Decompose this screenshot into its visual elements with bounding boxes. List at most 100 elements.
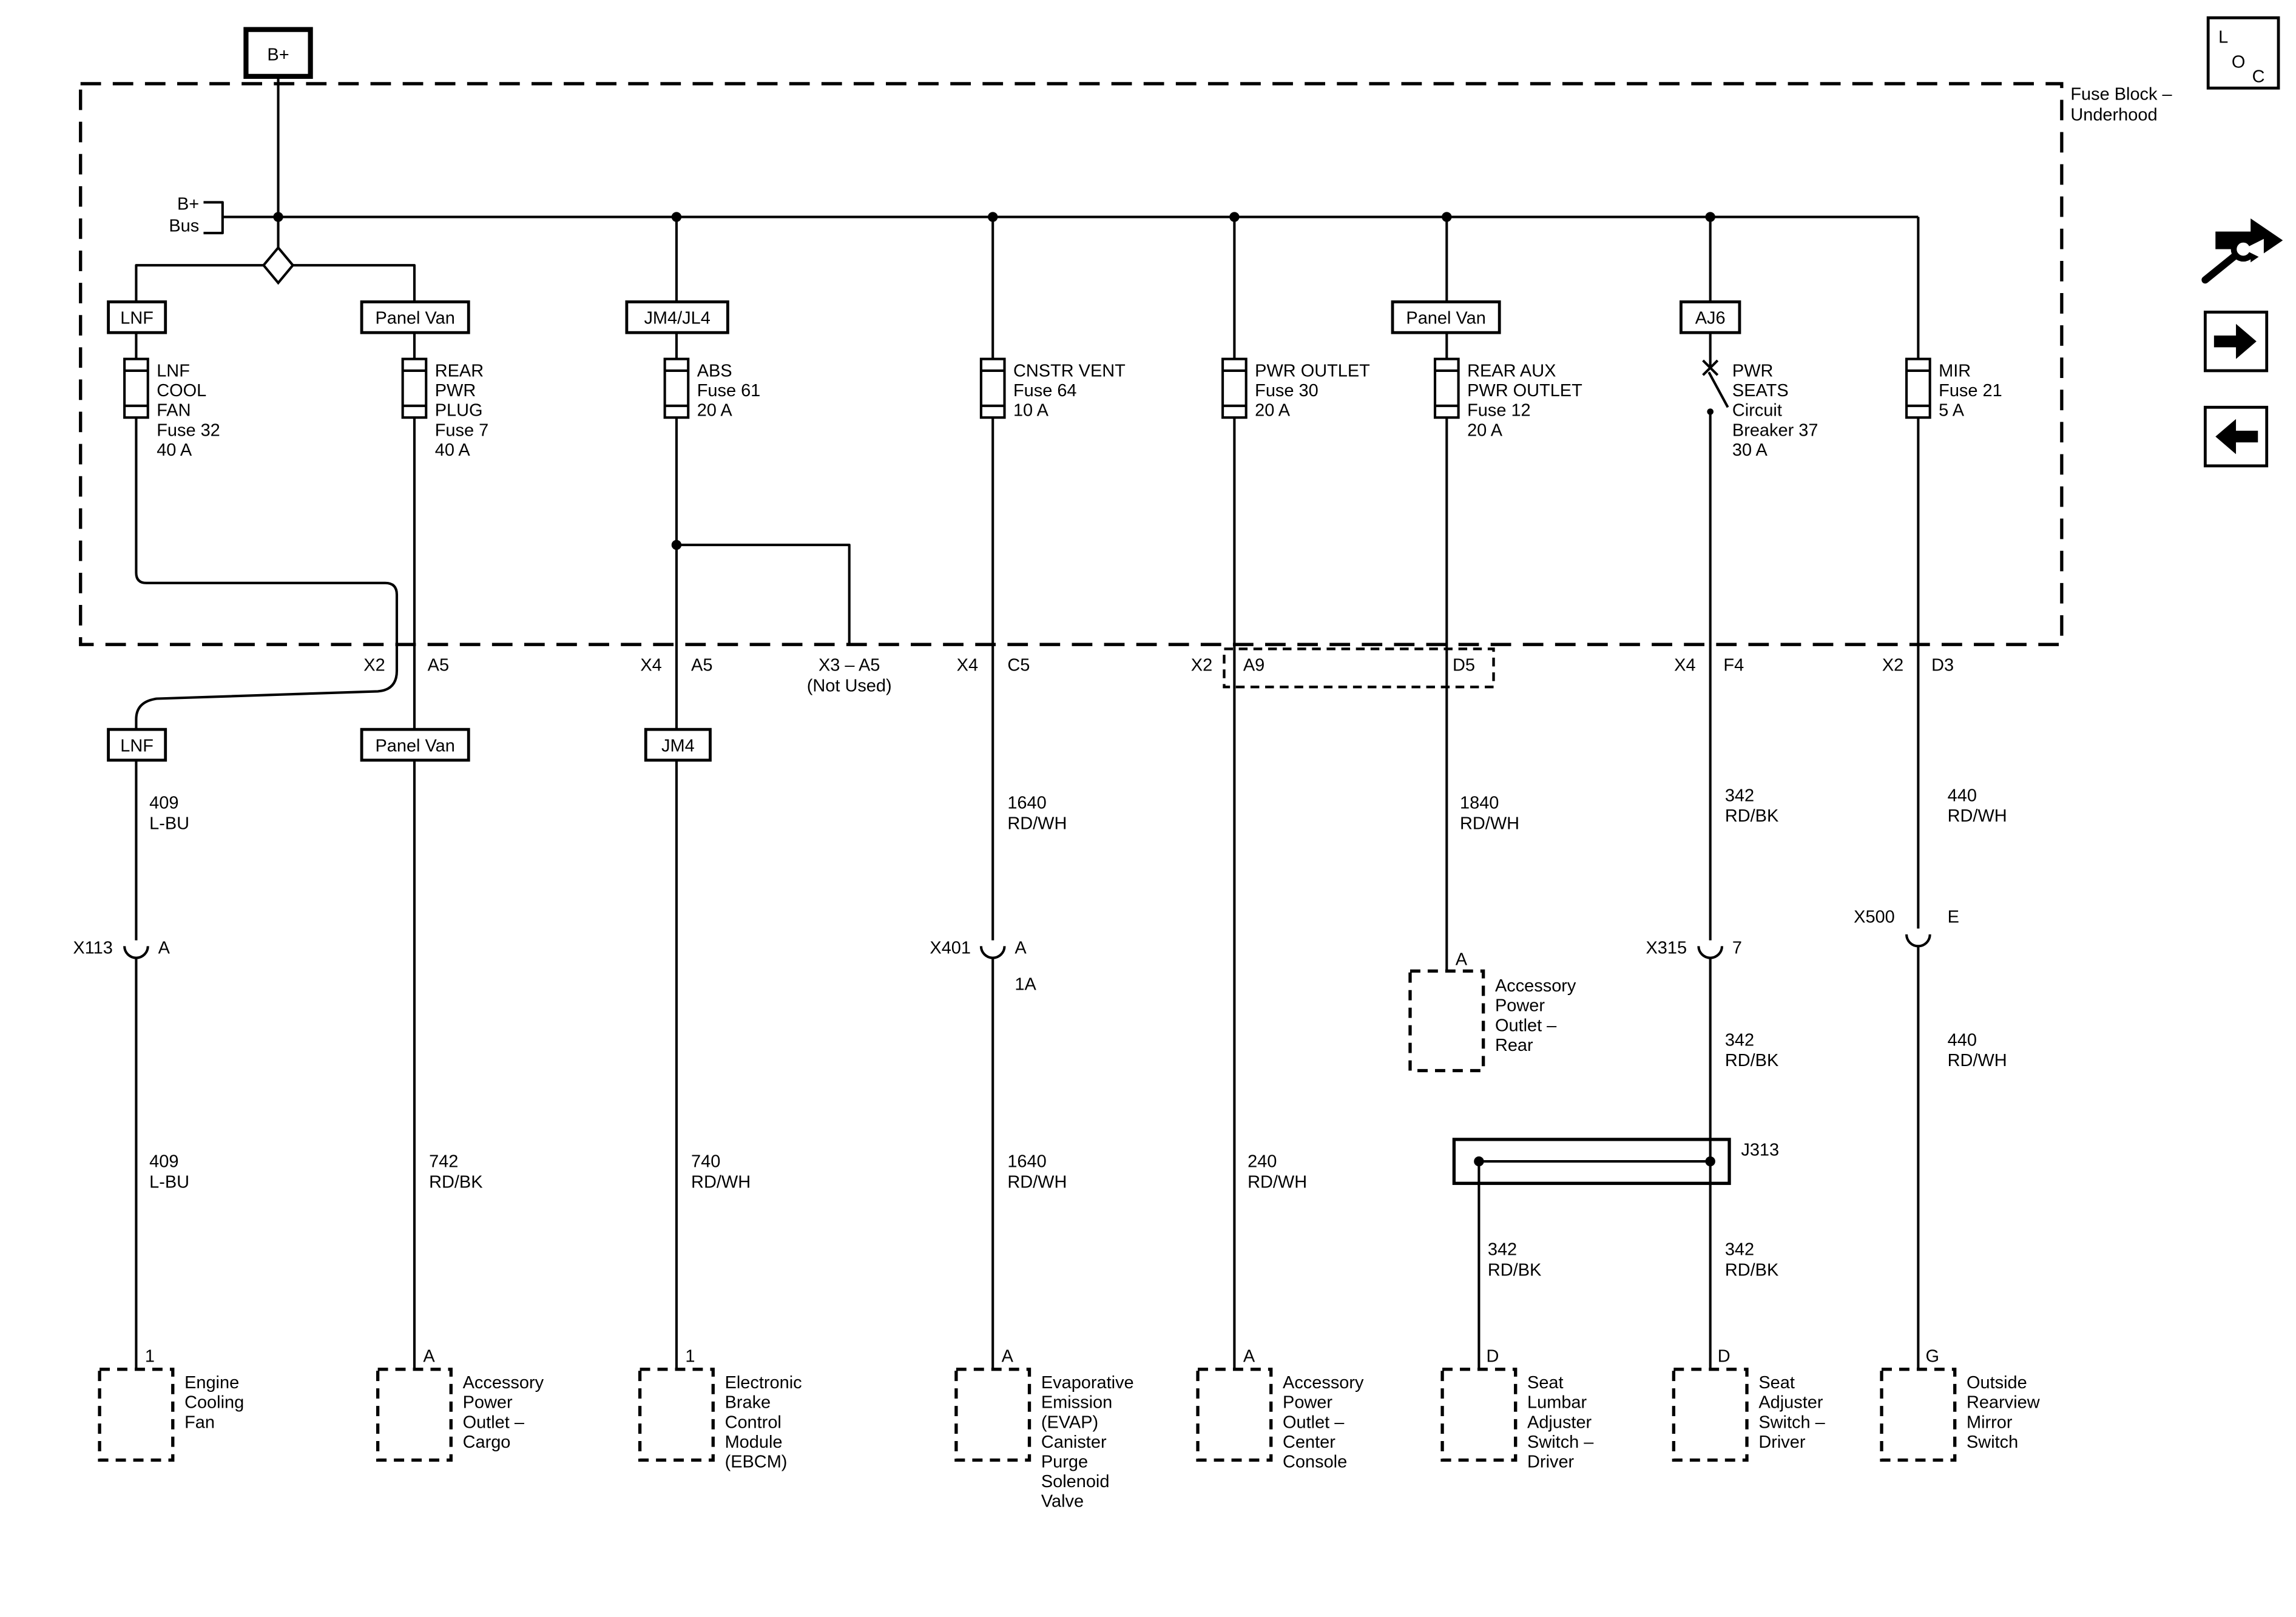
option-tag-label: LNF bbox=[120, 309, 154, 328]
not-used-note: X3 – A5(Not Used) bbox=[807, 656, 892, 696]
connector-cup-icon bbox=[123, 946, 149, 959]
pin-label: D5 bbox=[1453, 656, 1475, 675]
boundary-pin-labels: X2 A5 X4 A5 X3 – A5(Not Used) X4 C5 X2 A… bbox=[363, 647, 1954, 696]
splice-junction bbox=[1705, 1156, 1715, 1167]
component-mirror-switch bbox=[1880, 1368, 1957, 1462]
option-tag-label: JM4 bbox=[661, 736, 695, 755]
splice-box bbox=[1452, 1138, 1731, 1185]
loc-letter-o: O bbox=[2232, 52, 2246, 72]
connector-label: X2 bbox=[1191, 656, 1212, 675]
component-acc-outlet-console bbox=[1196, 1368, 1273, 1462]
component-pin: A bbox=[1243, 1347, 1255, 1366]
option-tag-panel-van-right bbox=[1391, 300, 1501, 334]
fuse-symbol bbox=[1433, 357, 1460, 419]
component-pin: D bbox=[1718, 1347, 1730, 1366]
pin-label: A5 bbox=[691, 656, 712, 675]
pin-label: F4 bbox=[1723, 656, 1744, 675]
component-ebcm bbox=[638, 1368, 715, 1462]
bus-label-line2: Bus bbox=[169, 217, 199, 236]
loc-icon[interactable]: L O C bbox=[2206, 16, 2280, 90]
component-pin: A bbox=[1002, 1347, 1014, 1366]
connector-x500-label: X500 bbox=[1854, 908, 1895, 927]
loc-letter-c: C bbox=[2252, 67, 2265, 87]
b-plus-box bbox=[243, 27, 313, 79]
connector-cup-icon bbox=[1697, 946, 1724, 959]
fuse-symbol bbox=[1221, 357, 1248, 419]
component-seat-lumbar-switch bbox=[1440, 1368, 1518, 1462]
wire-lnf-crossover bbox=[135, 417, 399, 730]
option-tag-label: Panel Van bbox=[375, 309, 454, 328]
connector-x113-label: X113 bbox=[73, 938, 112, 957]
splice-pack-j313: J313 bbox=[1452, 1138, 1779, 1185]
connector-x315-label: X315 bbox=[1646, 938, 1687, 957]
connector-x315-pin: 7 bbox=[1732, 938, 1742, 957]
option-tag-label: Panel Van bbox=[375, 736, 454, 755]
b-plus-label: B+ bbox=[267, 45, 289, 64]
fuse-symbol bbox=[401, 357, 428, 419]
wrench-arrow-icon[interactable] bbox=[2201, 218, 2283, 284]
fuse-block-boundary bbox=[79, 82, 2064, 646]
option-tag-label: LNF bbox=[120, 736, 154, 755]
bus-bracket bbox=[203, 201, 224, 235]
component-acc-outlet-rear bbox=[1408, 969, 1485, 1073]
connector-x2-outline bbox=[1223, 647, 1495, 689]
option-tag-jm4-bottom bbox=[644, 727, 712, 762]
circuit-breaker-icon bbox=[1702, 359, 1729, 415]
next-arrow-icon[interactable] bbox=[2203, 310, 2269, 373]
fuse-block-title: Fuse Block –Underhood bbox=[2070, 84, 2172, 124]
connector-x113-pin: A bbox=[158, 938, 171, 957]
loc-letter-l: L bbox=[2218, 27, 2228, 47]
back-arrow-icon[interactable] bbox=[2203, 405, 2269, 468]
connector-label: X2 bbox=[363, 656, 385, 675]
option-tag-panel-van-bottom bbox=[360, 727, 470, 762]
connector-label: X4 bbox=[1674, 656, 1695, 675]
component-acc-outlet-cargo bbox=[376, 1368, 453, 1462]
fuse-symbol bbox=[1905, 357, 1931, 419]
component-pin: 1 bbox=[145, 1347, 155, 1366]
nav-icons: L O C bbox=[2201, 16, 2283, 468]
component-pin: A bbox=[423, 1347, 435, 1366]
connector-cup-icon bbox=[1905, 934, 1931, 948]
option-tag-label: AJ6 bbox=[1695, 309, 1726, 328]
option-tag-label: Panel Van bbox=[1406, 309, 1485, 328]
component-evap-valve bbox=[954, 1368, 1032, 1462]
option-tag-jm4-jl4 bbox=[625, 300, 729, 334]
fuse-symbol bbox=[663, 357, 690, 419]
component-pin: 1 bbox=[685, 1347, 695, 1366]
pin-label: A5 bbox=[428, 656, 449, 675]
fuse-block-underhood: Fuse Block –Underhood bbox=[79, 82, 2173, 646]
splice-junction bbox=[1474, 1156, 1484, 1167]
